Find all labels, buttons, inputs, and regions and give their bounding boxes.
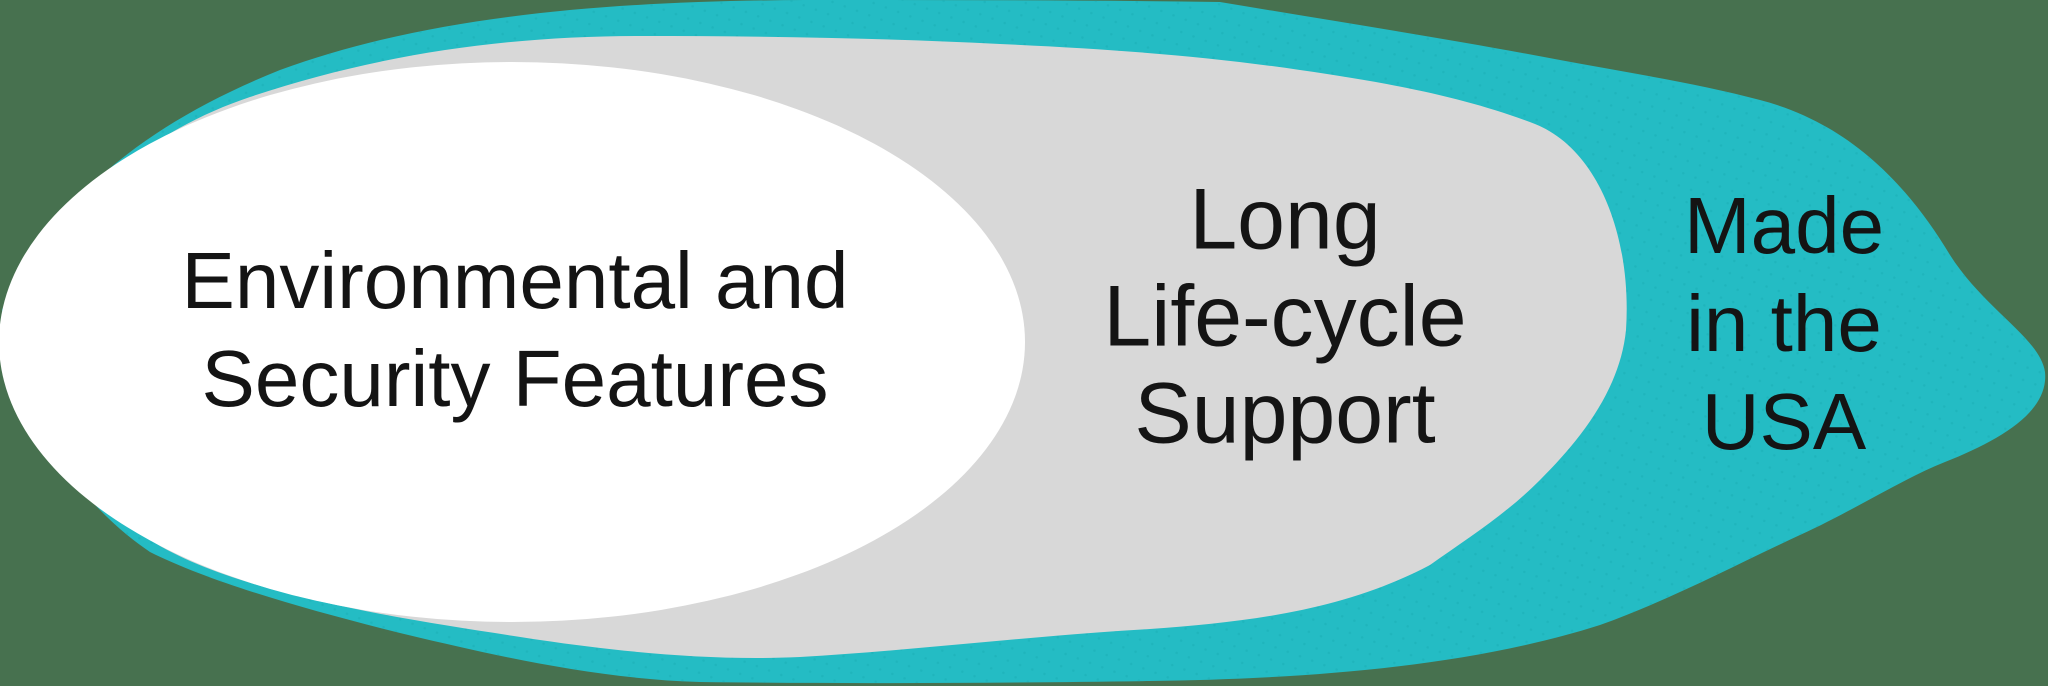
middle-ring-label: Long Life-cycle Support — [1103, 172, 1466, 463]
inner-ring-label: Environmental and Security Features — [181, 232, 848, 428]
middle-ring-label-line-3: Support — [1134, 365, 1436, 462]
outer-ring-label-line-3: USA — [1701, 377, 1867, 466]
inner-ring-label-line-1: Environmental and — [181, 236, 849, 325]
middle-ring-label-line-1: Long — [1189, 171, 1381, 268]
outer-ring-label-line-2: in the — [1686, 279, 1882, 368]
outer-ring-label: Made in the USA — [1684, 177, 1884, 471]
inner-ring-label-line-2: Security Features — [201, 334, 829, 423]
inner-ring-ellipse — [0, 62, 1025, 622]
outer-ring-label-line-1: Made — [1683, 181, 1885, 270]
middle-ring-label-line-2: Life-cycle — [1103, 268, 1467, 365]
